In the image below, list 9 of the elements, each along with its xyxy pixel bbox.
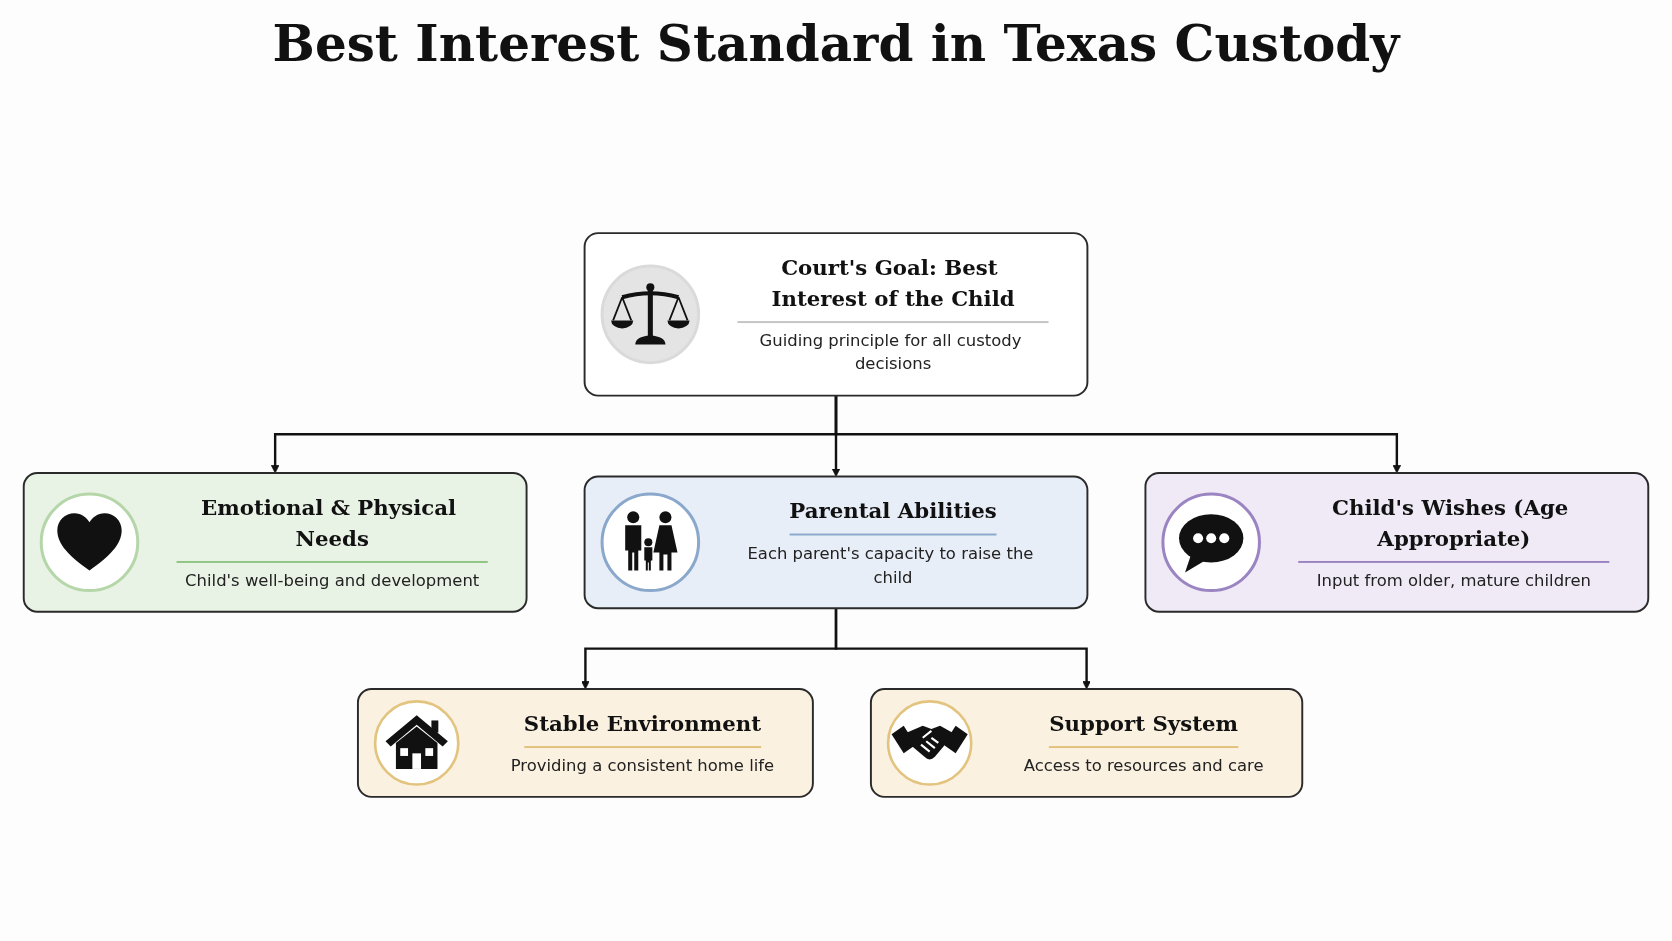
arrow xyxy=(834,608,1091,690)
title: Best Interest Standard in Texas Custody xyxy=(272,14,1400,73)
node-box: Stable Environment Providing a consistent home life xyxy=(356,688,814,798)
node-box: Child's Wishes (Age Appropriate) Input from older, mature children xyxy=(1144,472,1650,613)
node-box: Support System Access to resources and care xyxy=(869,688,1304,798)
node-box: Court's Goal: Best Interest of the Child Guiding principle for all custody decisions xyxy=(583,232,1089,397)
node-box: Emotional & Physical Needs Child's well-being and development xyxy=(22,472,528,613)
node-box: Parental Abilities Each parent's capacity to raise the child xyxy=(583,475,1089,610)
arrow xyxy=(834,395,1402,474)
